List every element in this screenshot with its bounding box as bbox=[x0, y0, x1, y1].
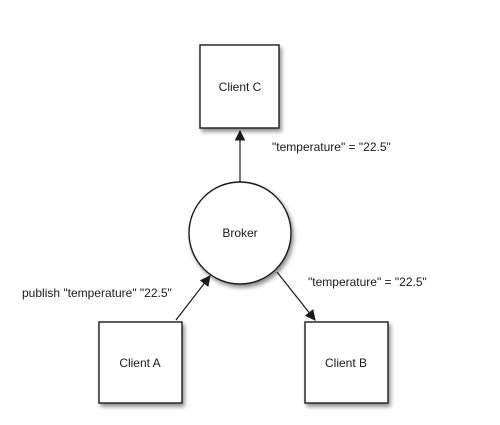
edge-label-broker-to-client-c: "temperature" = "22.5" bbox=[272, 140, 391, 154]
broker-label: Broker bbox=[222, 226, 257, 240]
edge-broker-to-client-b bbox=[276, 271, 316, 321]
client-a-node: Client A bbox=[98, 321, 183, 404]
client-c-node: Client C bbox=[199, 44, 280, 129]
client-c-label: Client C bbox=[219, 80, 262, 94]
edge-client-a-to-broker bbox=[175, 275, 211, 321]
client-b-label: Client B bbox=[325, 356, 367, 370]
edge-label-broker-to-client-b: "temperature" = "22.5" bbox=[308, 275, 427, 289]
edge-label-client-a-to-broker: publish "temperature" "22.5" bbox=[22, 286, 172, 300]
client-b-node: Client B bbox=[304, 321, 389, 404]
client-a-label: Client A bbox=[119, 356, 160, 370]
broker-node: Broker bbox=[188, 181, 292, 285]
